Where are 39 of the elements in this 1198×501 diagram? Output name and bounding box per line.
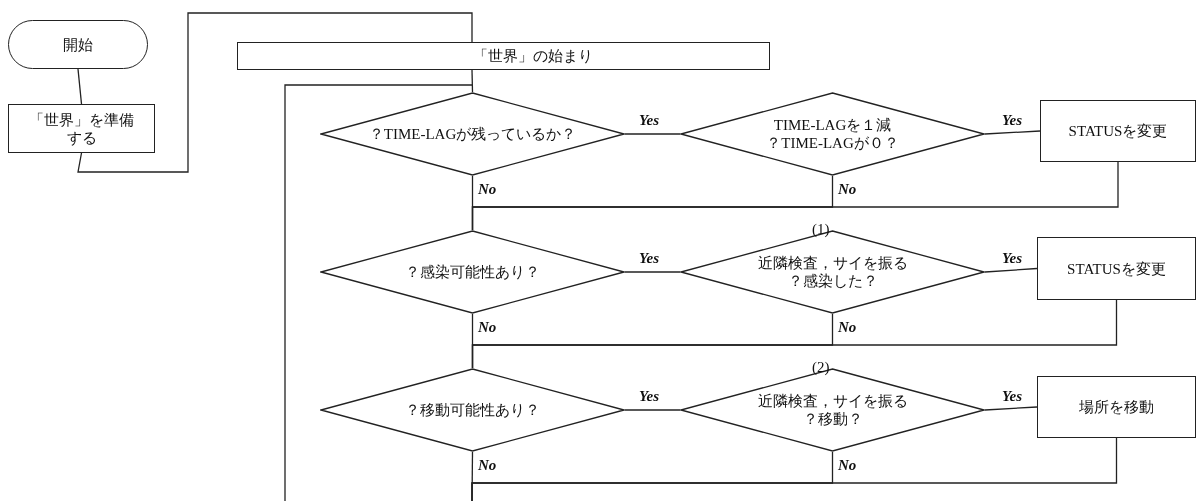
node-text: 近隣検査，サイを振る: [757, 392, 908, 410]
decision-diamond: [320, 230, 625, 314]
node-text: 近隣検査，サイを振る: [757, 254, 908, 272]
decision-diamond: [320, 92, 625, 176]
node-text: 開始: [63, 35, 93, 54]
node-text: STATUSを変更: [1068, 122, 1168, 140]
connector-line: [984, 267, 1038, 273]
connector-line: [624, 271, 681, 273]
callout-number: (1): [812, 222, 830, 237]
node-text: STATUSを変更: [1067, 259, 1166, 278]
connector-line: [77, 12, 473, 173]
node-text: ？移動可能性あり？: [405, 401, 540, 419]
connector-line: [624, 133, 681, 135]
node-text: ？移動？: [802, 410, 863, 428]
connector-line: [471, 299, 1118, 369]
connector-line: [984, 406, 1038, 411]
connector-line: [471, 69, 474, 93]
node-text: 「世界」を準備する: [29, 110, 134, 147]
callout-number: (2): [812, 360, 830, 375]
node-text: 「世界」の始まり: [473, 47, 593, 65]
decision-diamond: [680, 92, 985, 176]
node-text: 場所を移動: [1079, 398, 1154, 416]
process-box: [8, 104, 155, 153]
node-text: ？感染した？: [787, 272, 878, 290]
node-text: ？TIME-LAGが残っているか？: [368, 125, 577, 143]
terminal-box: [8, 20, 148, 69]
connector-line: [624, 409, 681, 411]
connector-line: [471, 161, 1119, 231]
node-text: ？TIME-LAGが０？: [766, 134, 899, 152]
process-box: [1040, 100, 1196, 162]
loop-box: [237, 42, 770, 70]
node-text: ？感染可能性あり？: [405, 263, 540, 281]
connector-line: [77, 68, 83, 105]
connector-line: [984, 130, 1041, 135]
node-text: TIME-LAGを１減: [773, 116, 892, 134]
process-box: [1037, 237, 1196, 300]
decision-diamond: [320, 368, 625, 452]
connector-line: [471, 437, 1118, 501]
process-box: [1037, 376, 1196, 438]
